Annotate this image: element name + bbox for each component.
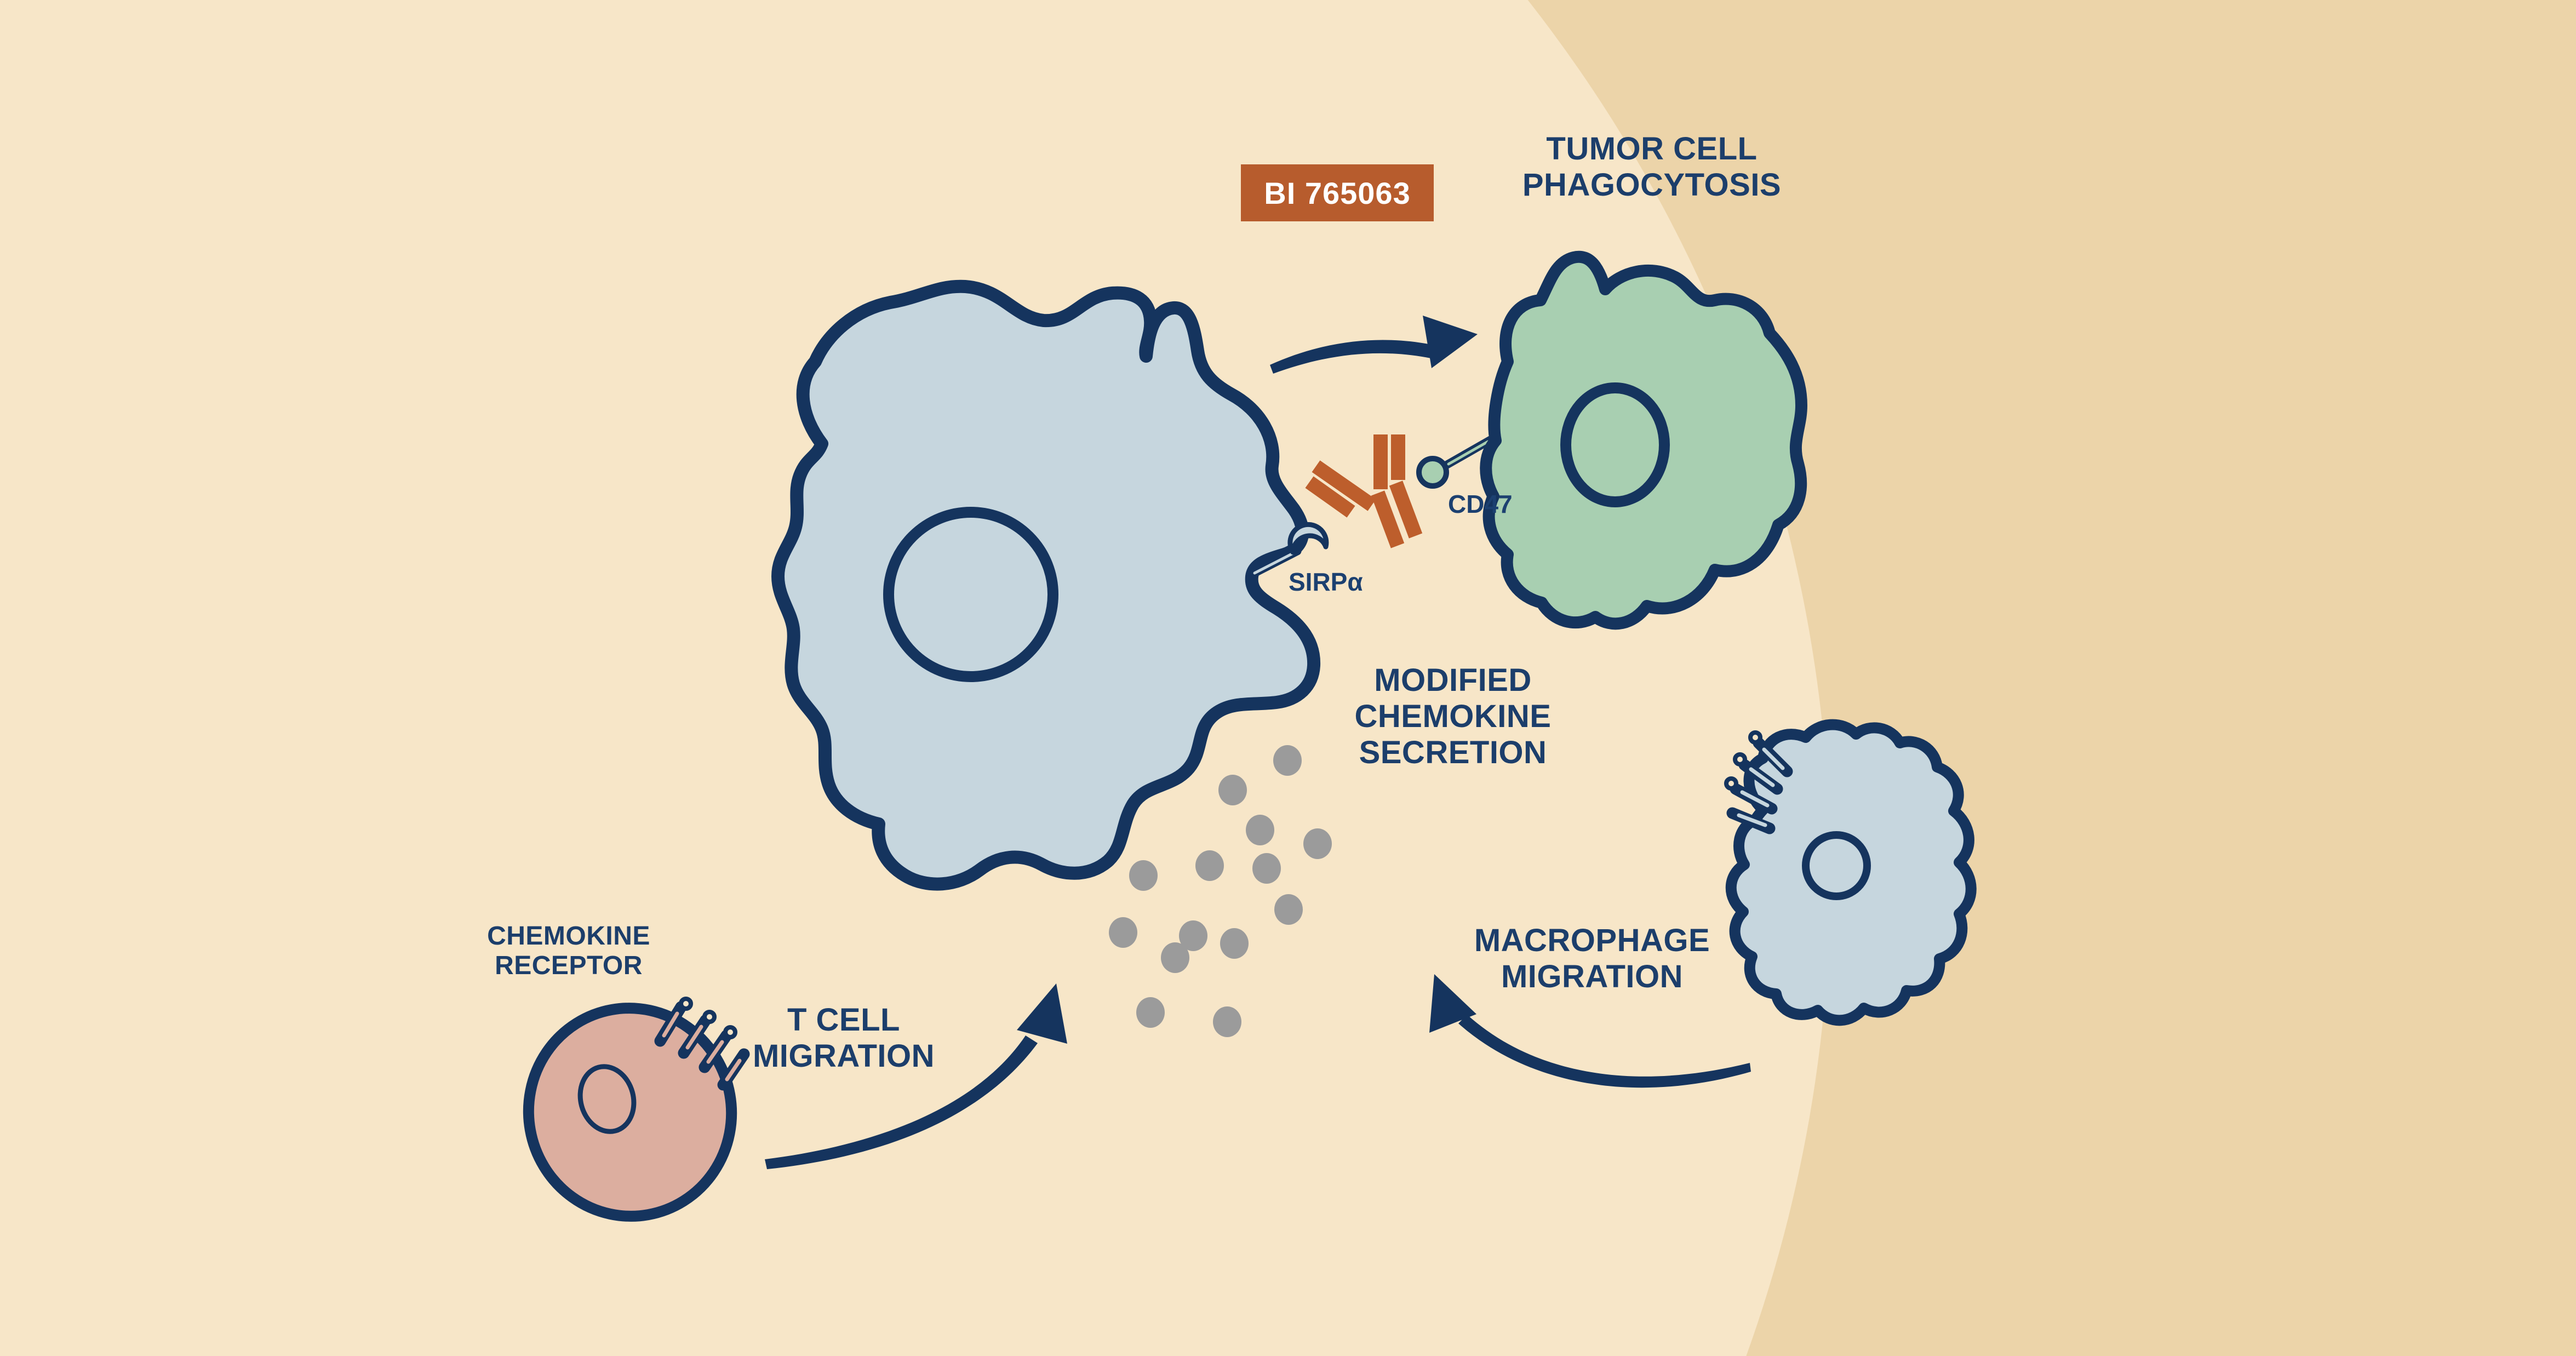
chemokine-dot-icon	[1213, 1006, 1241, 1037]
label-t-cell-migration: T CELL MIGRATION	[753, 1002, 935, 1074]
chemokine-dot-icon	[1109, 917, 1137, 948]
label-line: MIGRATION	[752, 1038, 935, 1074]
label-line: PHAGOCYTOSIS	[1522, 167, 1782, 203]
arrow-shaft	[1458, 1015, 1751, 1088]
gpcr-squiggle-icon	[1724, 730, 1793, 834]
macrophage-cell	[771, 279, 1329, 891]
chemokine-receptor-icon	[654, 997, 750, 1091]
migrating-macrophage-nucleus	[1802, 831, 1871, 900]
label-line: CHEMOKINE	[487, 922, 650, 951]
chemokine-dot-icon	[1218, 775, 1247, 805]
t-cell-membrane	[523, 1003, 737, 1222]
phagocytosis-arrow	[1270, 316, 1478, 374]
macrophage-nucleus	[883, 507, 1058, 682]
tumor-cell-nucleus	[1560, 382, 1670, 507]
chemokine-dot-icon	[1246, 815, 1274, 845]
migrating-macrophage-cell	[1724, 719, 1977, 1026]
tumor-cell-membrane	[1480, 250, 1807, 630]
macrophage-migration-arrow	[1429, 974, 1751, 1088]
label-cd47: CD47	[1448, 490, 1513, 518]
label-sirpa: SIRPα	[1289, 568, 1363, 596]
label-tumor-cell-phagocytosis: TUMOR CELL PHAGOCYTOSIS	[1522, 131, 1781, 203]
label-line: SECRETION	[1359, 735, 1547, 770]
arrow-head-icon	[1429, 974, 1476, 1033]
t-cell	[523, 997, 750, 1222]
label-line: MIGRATION	[1501, 959, 1684, 994]
drug-badge: BI 765063	[1241, 164, 1434, 221]
chemokine-dot-icon	[1129, 860, 1158, 891]
arrow-head-icon	[1423, 316, 1478, 368]
t-cell-migration-arrow	[765, 983, 1067, 1169]
arrow-shaft	[1270, 340, 1431, 374]
migrating-macrophage-membrane	[1725, 719, 1977, 1026]
chemokine-dot-icon	[1252, 853, 1281, 884]
cd47-ligand-icon	[1416, 435, 1496, 489]
chemokine-dots	[1109, 745, 1332, 1037]
antibody-icon	[1305, 434, 1423, 548]
sirpa-receptor-icon	[1246, 522, 1329, 580]
label-line: TUMOR CELL	[1546, 131, 1758, 167]
arrow-head-icon	[1017, 983, 1067, 1044]
drug-badge-label: BI 765063	[1264, 175, 1411, 210]
chemokine-dot-icon	[1273, 745, 1302, 776]
chemokine-dot-icon	[1161, 942, 1189, 973]
label-line: MODIFIED	[1374, 662, 1532, 698]
macrophage-membrane	[771, 279, 1321, 891]
label-modified-chemokine-secretion: MODIFIED CHEMOKINE SECRETION	[1355, 662, 1552, 771]
chemokine-dot-icon	[1136, 997, 1165, 1028]
chemokine-dot-icon	[1179, 920, 1207, 951]
label-line: T CELL	[787, 1002, 900, 1038]
label-line: CHEMOKINE	[1354, 699, 1552, 734]
label-line: RECEPTOR	[495, 951, 643, 980]
t-cell-nucleus	[577, 1064, 637, 1134]
chemokine-dot-icon	[1195, 850, 1224, 881]
chemokine-dot-icon	[1303, 828, 1332, 859]
chemokine-dot-icon	[1220, 928, 1249, 959]
label-chemokine-receptor: CHEMOKINE RECEPTOR	[487, 922, 650, 981]
label-macrophage-migration: MACROPHAGE MIGRATION	[1474, 923, 1710, 995]
chemokine-dot-icon	[1274, 894, 1303, 925]
tumor-cell	[1416, 250, 1807, 630]
label-line: MACROPHAGE	[1474, 923, 1710, 958]
arrow-shaft	[765, 1035, 1038, 1169]
